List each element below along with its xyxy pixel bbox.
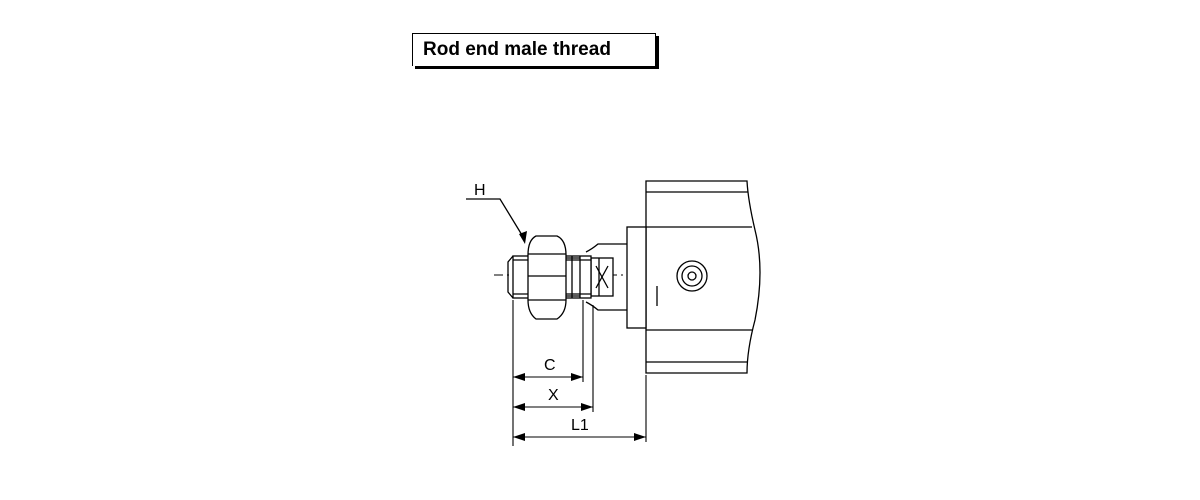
extension-lines [512, 300, 647, 446]
port-circle [676, 260, 708, 292]
label-c: C [544, 357, 556, 374]
label-l1: L1 [571, 417, 589, 434]
diagram-title: Rod end male thread [412, 33, 656, 66]
cylinder-body [645, 180, 761, 374]
leader-h [466, 198, 527, 244]
dimension-l1 [513, 433, 646, 441]
rod-cover [626, 226, 658, 329]
hex-nut [527, 235, 580, 320]
dimension-x [513, 403, 593, 411]
dimension-c [513, 373, 583, 381]
label-x: X [548, 387, 559, 404]
piston-rod [585, 243, 627, 311]
label-h: H [474, 182, 486, 199]
